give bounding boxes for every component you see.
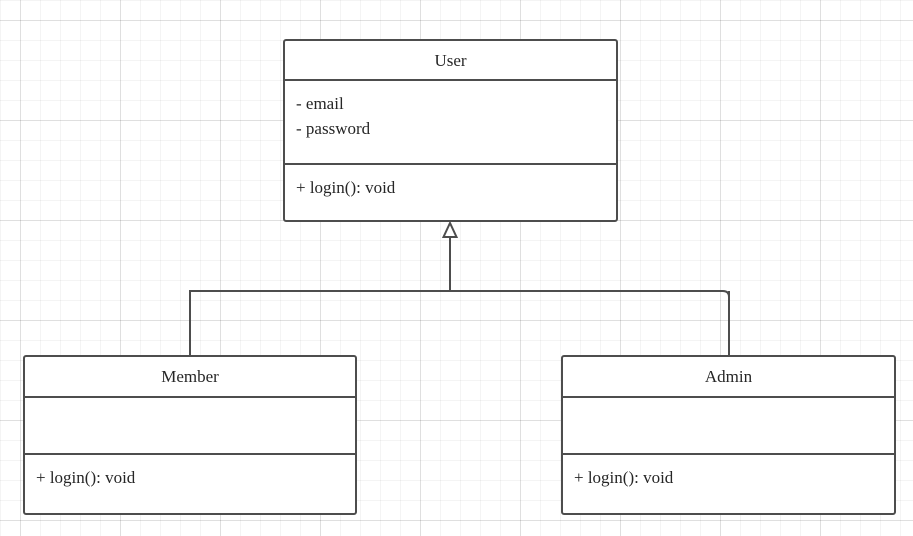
uml-class-admin-name: Admin bbox=[704, 367, 753, 386]
uml-class-member-methods-compartment: + login(): void bbox=[25, 453, 355, 513]
uml-class-user-attributes-compartment: - email - password bbox=[285, 79, 616, 163]
uml-method: + login(): void bbox=[574, 468, 674, 487]
uml-method: + login(): void bbox=[36, 468, 136, 487]
uml-class-member[interactable]: Member + login(): void bbox=[23, 355, 357, 515]
uml-class-user-title-compartment: User bbox=[285, 41, 616, 79]
hollow-triangle-arrowhead-icon bbox=[441, 220, 459, 238]
uml-class-member-title-compartment: Member bbox=[25, 357, 355, 396]
uml-class-admin-attributes-compartment bbox=[563, 396, 894, 453]
generalization-connector bbox=[189, 220, 730, 355]
uml-class-member-name: Member bbox=[161, 367, 219, 386]
uml-class-user-methods-compartment: + login(): void bbox=[285, 163, 616, 220]
uml-attribute: - password bbox=[296, 119, 371, 138]
uml-class-user[interactable]: User - email - password + login(): void bbox=[283, 39, 618, 222]
uml-class-admin[interactable]: Admin + login(): void bbox=[561, 355, 896, 515]
uml-class-member-attributes-compartment bbox=[25, 396, 355, 453]
uml-attribute: - email bbox=[296, 94, 344, 113]
uml-method: + login(): void bbox=[296, 178, 396, 197]
uml-class-admin-title-compartment: Admin bbox=[563, 357, 894, 396]
uml-class-admin-methods-compartment: + login(): void bbox=[563, 453, 894, 513]
connector-horizontal-bar bbox=[189, 289, 730, 355]
uml-class-user-name: User bbox=[434, 50, 467, 70]
